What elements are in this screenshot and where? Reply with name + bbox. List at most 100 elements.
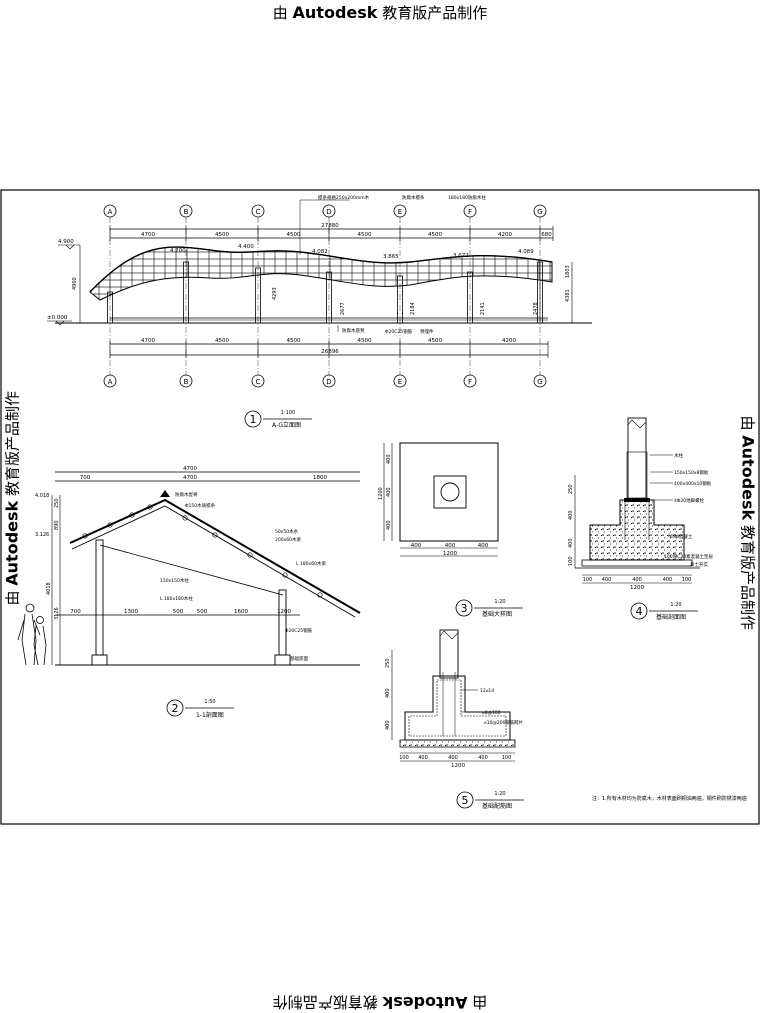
section-dim-bottom: 700: [70, 609, 81, 615]
view3-number: 3: [461, 602, 468, 615]
axis-label-top: F: [468, 208, 472, 216]
purlin: [282, 572, 288, 578]
axis-label-top: B: [184, 208, 189, 216]
d5-dim: 100: [502, 755, 512, 761]
elevation-column: [183, 261, 189, 324]
people-silhouette: [17, 603, 47, 666]
d5-vdim-1: 250: [385, 658, 391, 668]
purlin: [82, 533, 88, 539]
purlin: [247, 552, 253, 558]
d4-vdim-1: 250: [568, 484, 574, 494]
elev-note-column: 180x180防腐木柱: [448, 194, 486, 201]
section-dim-700: 700: [80, 475, 91, 481]
d4-dim: 100: [583, 577, 593, 583]
d5-note-mesh: ⌀10@200: [484, 720, 506, 726]
axis-label-bottom: F: [468, 378, 472, 386]
view1-number: 1: [250, 413, 257, 426]
d4-dim-total: 1200: [630, 585, 644, 591]
view3-number-circle: [455, 599, 473, 617]
height-4293: 4293: [272, 287, 278, 300]
view2-number: 2: [172, 702, 179, 715]
section-dim-4700: 4700: [183, 475, 197, 481]
elev-dim-top: 4700: [141, 232, 155, 238]
elev-note-wood: 防腐木檩条: [402, 194, 425, 201]
section-note-lcol: L 180x180木柱: [160, 595, 193, 602]
d5-dim-total: 1200: [451, 763, 465, 769]
level-4200: 4.200: [170, 248, 186, 254]
axis-label-bottom: E: [398, 378, 402, 386]
axis-label-top: E: [398, 208, 402, 216]
purlin: [129, 512, 135, 518]
section-note-rebar: Φ20C25钢筋: [285, 627, 313, 634]
d4-dim: 400: [632, 577, 642, 583]
purlin: [212, 532, 218, 538]
view3-scale: 1:20: [494, 599, 505, 605]
d4-note-bolt: 4Φ20地脚螺栓: [674, 497, 705, 504]
sheet-frame: [0, 189, 760, 825]
purlin: [147, 504, 153, 510]
elev-dim-top: 4500: [215, 232, 229, 238]
level-3672: 3.672: [453, 253, 469, 259]
section-level-4018: 4.018: [35, 493, 49, 499]
section-dim-bottom: 1200: [277, 609, 291, 615]
view5-number-circle: [456, 791, 474, 809]
elev-dim-top: 4500: [358, 232, 372, 238]
elev-total-top: 27880: [321, 223, 339, 229]
elev-dim-bottom: 4500: [215, 338, 229, 344]
level-4900: 4.900: [58, 239, 74, 245]
section-level-3126: 3.126: [35, 532, 49, 538]
view2-scale: 1:50: [204, 699, 215, 705]
elevation-column: [467, 271, 473, 324]
height-2141: 2141: [480, 302, 486, 315]
level-4082: 4.082: [312, 249, 328, 255]
axis-label-top: A: [108, 208, 113, 216]
view5-scale: 1:20: [494, 791, 505, 797]
elevation-column: [326, 271, 332, 324]
plan-dim-3: 400: [478, 543, 489, 549]
view5-title: 基础配筋图: [482, 802, 512, 810]
plan-dim-total: 1200: [443, 551, 457, 557]
axis-label-top: C: [256, 208, 261, 216]
watermark-top: 由 Autodesk 教育版产品制作: [272, 3, 488, 22]
d4-note-soil: 素土夯实: [690, 561, 708, 568]
view4-number: 4: [636, 605, 643, 618]
view1-scale: 1:100: [281, 410, 295, 416]
elev-dim-top: 4500: [428, 232, 442, 238]
d4-note-cushion: 100厚C20素混凝土垫层: [664, 553, 713, 560]
view2-title: 1-1剖面图: [196, 711, 224, 719]
plan-dim-1: 400: [411, 543, 422, 549]
d5-dim: 400: [448, 755, 458, 761]
view3-title: 基础大样图: [482, 610, 512, 618]
view1-title: A-G立面图: [272, 421, 301, 429]
section-h-890: 890: [54, 520, 60, 530]
section-note-lbeam: L 180x60木梁: [296, 560, 326, 567]
d4-dim: 400: [602, 577, 612, 583]
d5-note-stirrup: ⌀8@100: [482, 710, 501, 716]
height-2478: 2478: [533, 302, 539, 315]
d5-dim: 100: [399, 755, 409, 761]
height-2677: 2677: [340, 302, 346, 315]
section-h-3126: 3126: [54, 607, 60, 620]
elevation-column: [255, 267, 261, 324]
elev-note-rebar: Φ20C25钢筋: [385, 328, 413, 335]
view1-number-circle: [244, 410, 262, 428]
section-note-beam: 200x60木梁: [275, 536, 301, 543]
section-dim-1800: 1800: [313, 475, 327, 481]
d4-note-plate1: 150x150x8钢板: [674, 469, 709, 476]
axis-label-bottom: D: [326, 378, 331, 386]
d4-note-plate2: 400x400x10钢板: [674, 480, 712, 487]
elev-dim-bottom: 4200: [502, 338, 516, 344]
elev-total-bottom: 26896: [321, 349, 339, 355]
plan-dim-2: 400: [445, 543, 456, 549]
view2-number-circle: [166, 699, 184, 717]
d5-dim: 400: [478, 755, 488, 761]
